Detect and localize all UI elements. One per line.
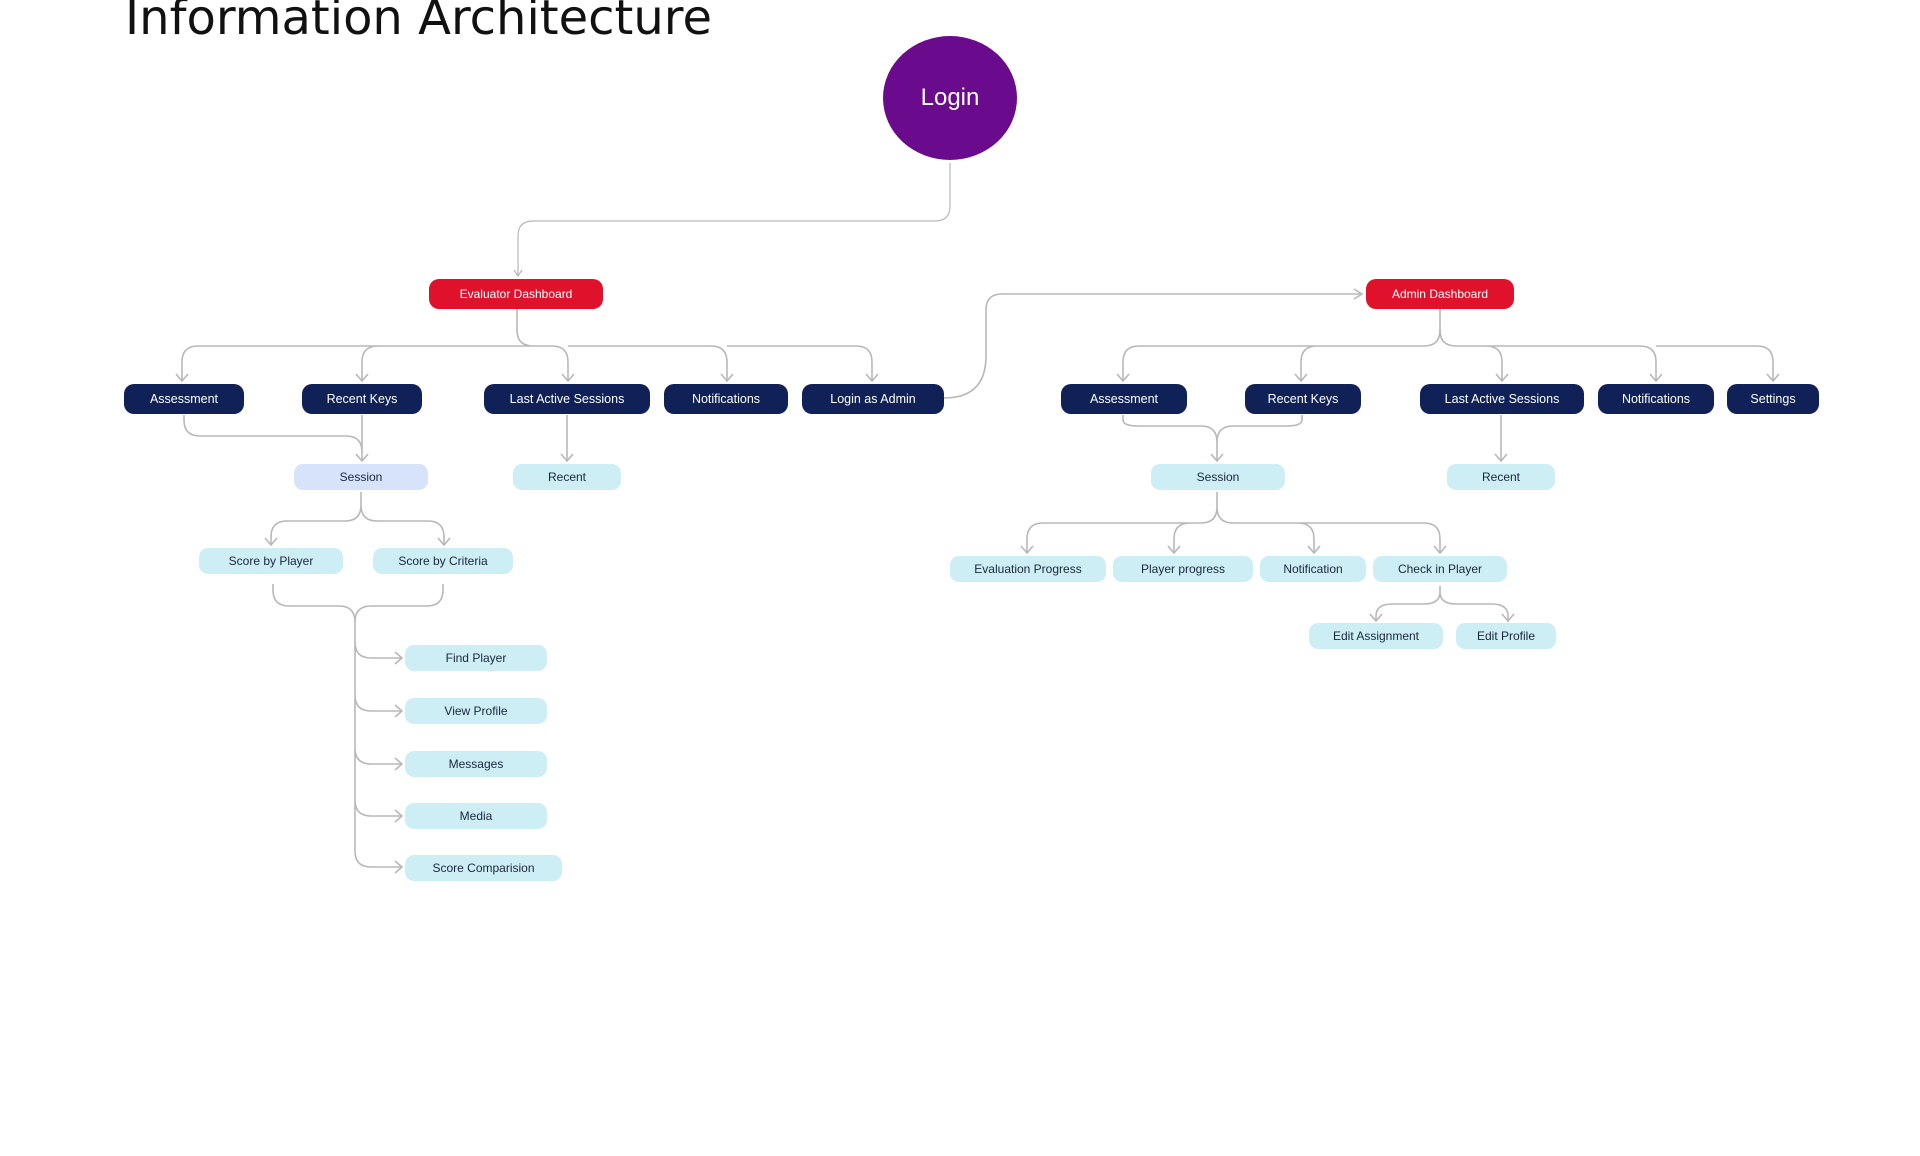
connector-eval-to-session	[183, 415, 363, 460]
find-player-node[interactable]: Find Player	[405, 645, 547, 671]
connector-session-to-scores	[270, 492, 445, 544]
admin-notification-node[interactable]: Notification	[1260, 556, 1366, 582]
login-node[interactable]: Login	[883, 36, 1017, 160]
connector-check-in-player-children	[1375, 586, 1509, 620]
admin-recent-keys-node[interactable]: Recent Keys	[1245, 384, 1361, 414]
score-by-criteria-node[interactable]: Score by Criteria	[373, 548, 513, 574]
score-by-player-node[interactable]: Score by Player	[199, 548, 343, 574]
login-label: Login	[920, 84, 980, 111]
connector-login-as-admin-to-admin-dashboard	[943, 293, 1360, 399]
admin-recent-node[interactable]: Recent	[1447, 464, 1555, 490]
check-in-player-node[interactable]: Check in Player	[1373, 556, 1507, 582]
evaluator-notifications-node[interactable]: Notifications	[664, 384, 788, 414]
view-profile-node[interactable]: View Profile	[405, 698, 547, 724]
connector-scores-to-options	[272, 584, 444, 868]
player-progress-node[interactable]: Player progress	[1113, 556, 1253, 582]
page-title: Information Architecture	[125, 0, 712, 46]
connector-admin-dashboard-children	[1122, 309, 1774, 380]
admin-last-active-sessions-node[interactable]: Last Active Sessions	[1420, 384, 1584, 414]
evaluator-recent-keys-node[interactable]: Recent Keys	[302, 384, 422, 414]
connector-login-to-evaluator	[517, 163, 951, 275]
evaluator-dashboard-node[interactable]: Evaluator Dashboard	[429, 279, 603, 309]
edit-profile-node[interactable]: Edit Profile	[1456, 623, 1556, 649]
score-comparision-node[interactable]: Score Comparision	[405, 855, 562, 881]
admin-assessment-node[interactable]: Assessment	[1061, 384, 1187, 414]
evaluation-progress-node[interactable]: Evaluation Progress	[950, 556, 1106, 582]
evaluator-session-node[interactable]: Session	[294, 464, 428, 490]
connector-evaluator-dashboard-children	[181, 309, 873, 380]
connector-admin-session-children	[1026, 492, 1441, 552]
connector-admin-to-session	[1122, 415, 1303, 460]
evaluator-last-active-sessions-node[interactable]: Last Active Sessions	[484, 384, 650, 414]
messages-node[interactable]: Messages	[405, 751, 547, 777]
media-node[interactable]: Media	[405, 803, 547, 829]
admin-notifications-node[interactable]: Notifications	[1598, 384, 1714, 414]
admin-settings-node[interactable]: Settings	[1727, 384, 1819, 414]
admin-dashboard-node[interactable]: Admin Dashboard	[1366, 279, 1514, 309]
admin-session-node[interactable]: Session	[1151, 464, 1285, 490]
evaluator-recent-node[interactable]: Recent	[513, 464, 621, 490]
login-as-admin-node[interactable]: Login as Admin	[802, 384, 944, 414]
edit-assignment-node[interactable]: Edit Assignment	[1309, 623, 1443, 649]
evaluator-assessment-node[interactable]: Assessment	[124, 384, 244, 414]
